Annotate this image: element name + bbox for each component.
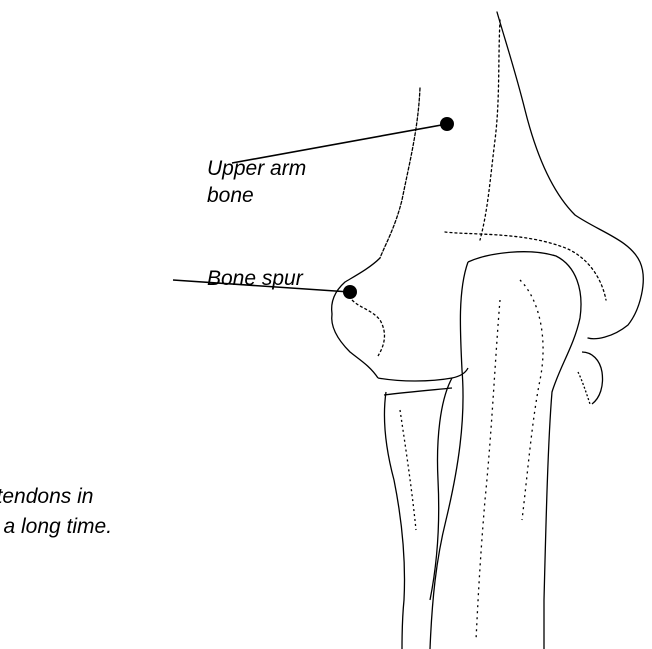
upper-arm-bone-label: Upper arm bone [207,155,306,209]
upper-arm-callout-dot [440,117,454,131]
ulna-bone [430,252,581,649]
caption-line-2: or a long time. [0,512,112,542]
bone-spur [332,258,385,378]
caption-line-1: e tendons in [0,482,93,512]
lateral-condyle [578,352,603,404]
upper-arm-bone [380,12,643,339]
radius-bone [378,368,468,649]
upper-arm-label-line1: Upper arm [207,155,306,182]
bone-spur-label: Bone spur [207,265,303,292]
bone-spur-callout-dot [343,285,357,299]
upper-arm-label-line2: bone [207,182,306,209]
